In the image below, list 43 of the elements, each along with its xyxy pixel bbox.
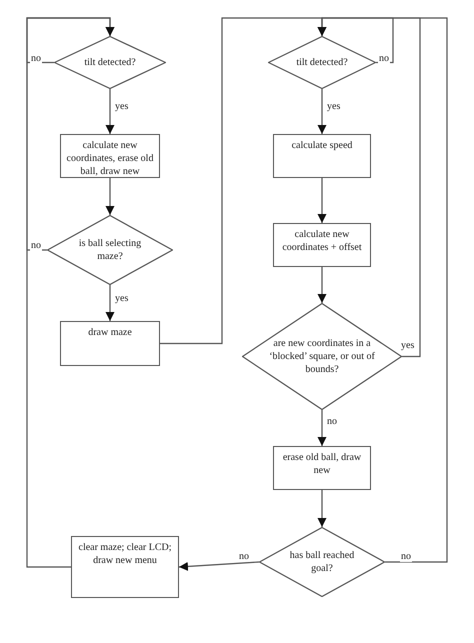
edge-label: yes <box>114 294 130 304</box>
node-text: is ball selecting maze? <box>78 237 142 263</box>
node-text: tilt detected? <box>83 56 137 69</box>
arrow <box>318 178 326 223</box>
arrow <box>26 17 114 568</box>
node-text: are new coordinates in a ‘blocked’ square, or out of bounds? <box>268 337 376 376</box>
decision-diamond <box>259 527 385 597</box>
decision-diamond <box>268 36 376 89</box>
edge-label: yes <box>400 341 416 351</box>
process-box <box>71 536 179 598</box>
node-text: clear maze; clear LCD; draw new menu <box>78 541 172 567</box>
node-text: draw maze <box>88 326 132 339</box>
node-text: has ball reached goal? <box>288 549 356 575</box>
arrow <box>106 89 114 134</box>
edge-label: no <box>326 417 338 427</box>
edge-label: no <box>30 54 42 64</box>
arrow <box>318 267 326 303</box>
process-box <box>273 134 371 178</box>
node-text: tilt detected? <box>295 56 349 69</box>
decision-diamond <box>47 215 173 285</box>
edge-label: no <box>378 54 390 64</box>
edge-label: yes <box>114 102 130 112</box>
node-text: erase old ball, draw new <box>282 451 362 477</box>
arrow <box>106 285 114 321</box>
edge-label: no <box>400 552 412 562</box>
arrow <box>178 561 260 571</box>
edge-label: yes <box>326 102 342 112</box>
node-text: calculate new coordinates, erase old ball, draw new <box>66 139 154 178</box>
arrow <box>318 410 326 446</box>
arrow <box>318 89 326 134</box>
edge-label: no <box>238 552 250 562</box>
edge-label: no <box>30 241 42 251</box>
node-text: calculate new coordinates + offset <box>281 228 363 254</box>
arrow <box>318 17 448 563</box>
process-box <box>60 321 160 366</box>
process-box <box>273 223 371 267</box>
arrow <box>318 490 326 527</box>
arrow <box>106 178 114 215</box>
process-box <box>60 134 160 178</box>
decision-diamond <box>54 36 166 89</box>
process-box <box>273 446 371 490</box>
node-text: calculate speed <box>292 139 352 152</box>
decision-diamond <box>242 303 402 410</box>
